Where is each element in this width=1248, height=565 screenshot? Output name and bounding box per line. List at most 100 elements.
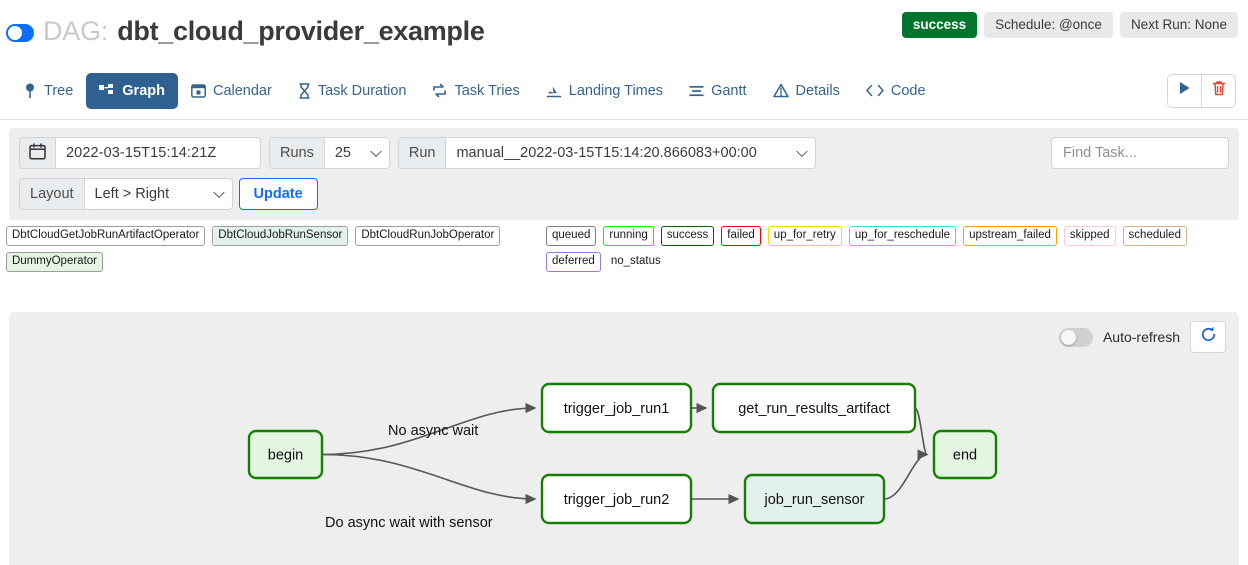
- node-box: [540, 382, 693, 434]
- graph-edge-label: Do async wait with sensor: [325, 515, 493, 531]
- node-box: [743, 473, 886, 525]
- node-label: job_run_sensor: [764, 492, 865, 508]
- graph-edge-label: No async wait: [388, 423, 478, 439]
- find-task-input[interactable]: Find Task...: [1051, 137, 1229, 169]
- status-badge: success: [901, 11, 978, 39]
- auto-refresh-label: Auto-refresh: [1102, 329, 1180, 345]
- legend-status-chip[interactable]: failed: [721, 226, 761, 247]
- legend-status-chip[interactable]: deferred: [546, 252, 601, 273]
- tab-landing-times[interactable]: Landing Times: [533, 73, 676, 109]
- view-tabbar: Tree Graph Calendar Task Duration Task T…: [0, 62, 1248, 120]
- page-header: DAG: dbt_cloud_provider_example success …: [0, 0, 1248, 62]
- status-legend: queued running success failed up_for_retry up…: [546, 226, 1244, 273]
- legend-status-chip[interactable]: skipped: [1063, 226, 1116, 247]
- operator-legend: DbtCloudGetJobRunArtifactOperator DbtClou…: [6, 226, 526, 273]
- auto-refresh-toggle[interactable]: [1058, 327, 1093, 347]
- run-group: Run manual__2022-03-15T15:14:20.866083+0…: [397, 137, 817, 169]
- layout-group: Layout Left > Right: [19, 178, 233, 210]
- base-date-input[interactable]: 2022-03-15T15:14:21Z: [56, 137, 261, 169]
- tab-tree[interactable]: Tree: [10, 73, 86, 109]
- update-button[interactable]: Update: [238, 178, 318, 210]
- node-label: end: [953, 447, 977, 463]
- tab-graph-label: Graph: [122, 82, 165, 99]
- refresh-icon: [1200, 326, 1217, 348]
- legend-status-chip[interactable]: queued: [546, 226, 597, 247]
- graph-node-end[interactable]: end: [932, 429, 998, 480]
- node-box: [540, 473, 693, 525]
- graph-node-begin[interactable]: begin: [247, 429, 324, 480]
- graph-legend: DbtCloudGetJobRunArtifactOperator DbtClou…: [0, 220, 1248, 273]
- refresh-button[interactable]: [1190, 321, 1226, 353]
- run-label: Run: [397, 137, 447, 169]
- node-label: trigger_job_run2: [564, 492, 670, 508]
- tab-gantt-label: Gantt: [711, 82, 747, 99]
- run-select[interactable]: manual__2022-03-15T15:14:20.866083+00:00: [446, 137, 817, 169]
- code-icon: [866, 84, 884, 97]
- node-box: [711, 382, 917, 434]
- next-run-badge: Next Run: None: [1119, 11, 1238, 39]
- calendar-picker-button[interactable]: [19, 137, 56, 169]
- graph-nodes: begin trigger_job_run1 get_run_results_art…: [247, 382, 998, 525]
- legend-status-chip[interactable]: upstream_failed: [963, 226, 1057, 247]
- legend-status-chip[interactable]: no_status: [610, 255, 661, 268]
- node-label: begin: [268, 447, 303, 463]
- graph-edges: [321, 402, 929, 505]
- graph-edge: [321, 453, 537, 505]
- graph-toolbar: 2022-03-15T15:14:21Z Runs 25 Run manual_…: [9, 128, 1239, 220]
- dag-graph[interactable]: begin trigger_job_run1 get_run_results_art…: [9, 312, 1239, 565]
- calendar-icon: [29, 142, 46, 164]
- tab-code[interactable]: Code: [853, 73, 939, 109]
- header-badges: success Schedule: @once Next Run: None: [901, 11, 1238, 39]
- graph-node-get_run_results_artifact[interactable]: get_run_results_artifact: [711, 382, 917, 434]
- legend-status-chip[interactable]: up_for_retry: [767, 226, 842, 247]
- legend-status-chip[interactable]: scheduled: [1122, 226, 1187, 247]
- graph-controls: Auto-refresh: [1058, 321, 1226, 353]
- landing-icon: [546, 84, 562, 98]
- tab-calendar[interactable]: Calendar: [178, 73, 285, 109]
- graph-edge: [321, 402, 537, 456]
- legend-operator-chip[interactable]: DummyOperator: [6, 252, 103, 273]
- graph-node-trigger_job_run2[interactable]: trigger_job_run2: [540, 473, 693, 525]
- tab-task-duration-label: Task Duration: [317, 82, 407, 99]
- legend-operator-chip[interactable]: DbtCloudRunJobOperator: [355, 226, 501, 247]
- tab-code-label: Code: [890, 82, 926, 99]
- layout-label: Layout: [19, 178, 85, 210]
- toolbar-row-layout: Layout Left > Right Update: [19, 178, 1229, 210]
- tab-task-duration[interactable]: Task Duration: [285, 73, 420, 109]
- delete-dag-button[interactable]: [1201, 74, 1235, 107]
- runs-select[interactable]: 25: [324, 137, 390, 169]
- tree-icon: [23, 83, 37, 99]
- calendar-icon: [191, 83, 206, 98]
- details-icon: [772, 83, 789, 98]
- tab-details[interactable]: Details: [760, 73, 853, 109]
- runs-label: Runs: [269, 137, 325, 169]
- retry-icon: [432, 83, 447, 98]
- tab-graph[interactable]: Graph: [86, 72, 178, 109]
- trigger-dag-button[interactable]: [1168, 74, 1201, 107]
- legend-status-chip[interactable]: success: [660, 226, 715, 247]
- node-box: [247, 429, 324, 480]
- dag-action-buttons: [1167, 73, 1236, 108]
- graph-node-job_run_sensor[interactable]: job_run_sensor: [743, 473, 886, 525]
- graph-canvas-panel: Auto-refresh begin trigger_job_run1 get_ru…: [9, 312, 1239, 565]
- hourglass-icon: [298, 82, 311, 99]
- gantt-icon: [689, 84, 704, 98]
- legend-status-chip[interactable]: up_for_reschedule: [848, 226, 957, 247]
- legend-operator-chip[interactable]: DbtCloudGetJobRunArtifactOperator: [6, 226, 206, 247]
- tab-gantt[interactable]: Gantt: [676, 73, 759, 109]
- tab-details-label: Details: [795, 82, 840, 99]
- graph-edge: [883, 449, 929, 500]
- legend-status-chip[interactable]: running: [603, 226, 654, 247]
- trash-icon: [1212, 80, 1226, 101]
- dag-pause-toggle[interactable]: [6, 24, 34, 42]
- graph-node-trigger_job_run1[interactable]: trigger_job_run1: [540, 382, 693, 434]
- base-date-group: 2022-03-15T15:14:21Z: [19, 137, 261, 169]
- graph-edge: [914, 407, 929, 460]
- toolbar-row-primary: 2022-03-15T15:14:21Z Runs 25 Run manual_…: [19, 137, 1229, 169]
- graph-edge-labels: No async wait Do async wait with sensor: [325, 423, 493, 531]
- schedule-badge[interactable]: Schedule: @once: [984, 11, 1113, 39]
- layout-select[interactable]: Left > Right: [84, 178, 233, 210]
- tab-task-tries[interactable]: Task Tries: [419, 73, 532, 109]
- node-label: get_run_results_artifact: [738, 401, 890, 417]
- legend-operator-chip[interactable]: DbtCloudJobRunSensor: [212, 226, 349, 247]
